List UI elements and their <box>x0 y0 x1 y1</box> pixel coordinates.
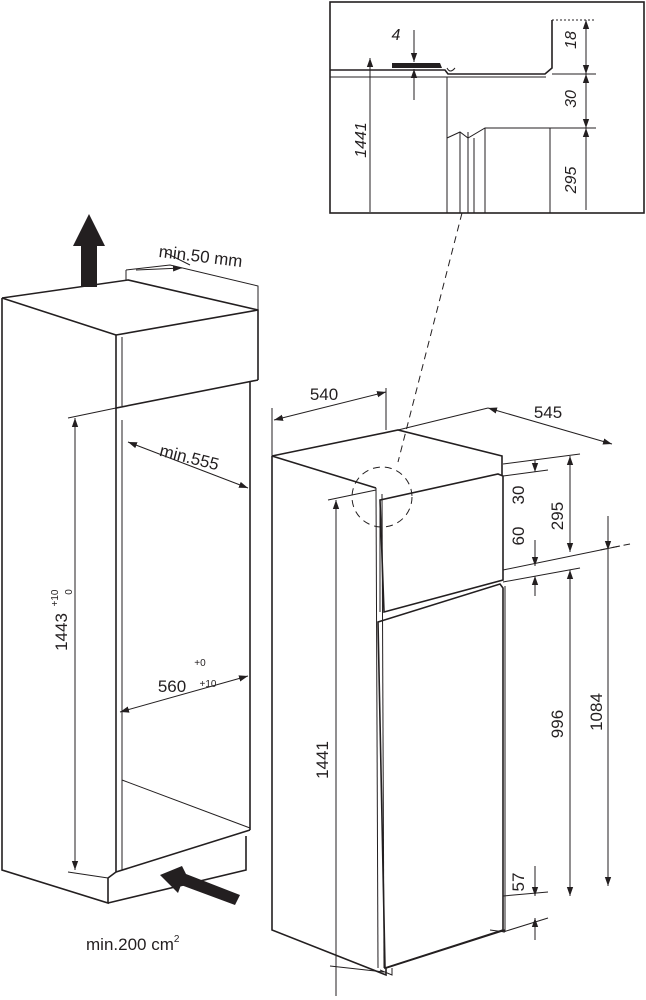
door-gap-label: 60 <box>509 527 528 546</box>
detail-callout-circle <box>351 466 413 528</box>
detail-door-label: 295 <box>563 167 580 195</box>
appliance: 540 545 1441 30 295 60 1084 996 57 <box>271 385 631 996</box>
fridge-door-total-label: 1084 <box>587 693 606 731</box>
detail-shim-label: 4 <box>392 27 401 44</box>
detail-inset: 4 1441 18 30 295 <box>329 1 645 214</box>
appliance-width-label: 540 <box>310 385 338 404</box>
detail-height-label: 1441 <box>353 122 370 158</box>
detail-flange-label: 18 <box>563 31 580 49</box>
niche-height-tol-upper: +10 <box>50 589 61 606</box>
clearance-top-label: min.50 mm <box>158 242 244 271</box>
vent-in-arrow-icon <box>160 866 240 905</box>
vent-area-label: min.200 cm2 <box>86 934 180 954</box>
niche-width-label: 560 <box>158 677 186 696</box>
detail-gap-label: 30 <box>563 90 580 108</box>
top-gap-label: 30 <box>509 486 528 505</box>
niche-cabinet: min.50 mm min.555 560 +0 +10 1443 +10 0 … <box>1 214 259 954</box>
bottom-gap-label: 57 <box>509 873 528 892</box>
niche-width-tol-lower: +10 <box>200 679 217 690</box>
niche-width-min-label: min.555 <box>158 441 221 474</box>
detail-leader <box>397 212 463 463</box>
appliance-height-label: 1441 <box>313 741 332 779</box>
vent-area-exponent: 2 <box>174 934 180 945</box>
niche-height-tol-lower: 0 <box>64 589 75 595</box>
vent-area-text: min.200 cm <box>86 935 174 954</box>
vent-out-arrow-icon <box>73 214 105 287</box>
niche-height-label: 1443 <box>52 613 71 651</box>
freezer-door-label: 295 <box>548 502 567 530</box>
niche-width-tol-upper: +0 <box>194 658 206 669</box>
fridge-door-label: 996 <box>548 710 567 738</box>
appliance-depth-label: 545 <box>534 403 562 422</box>
detail-frame <box>329 1 645 214</box>
